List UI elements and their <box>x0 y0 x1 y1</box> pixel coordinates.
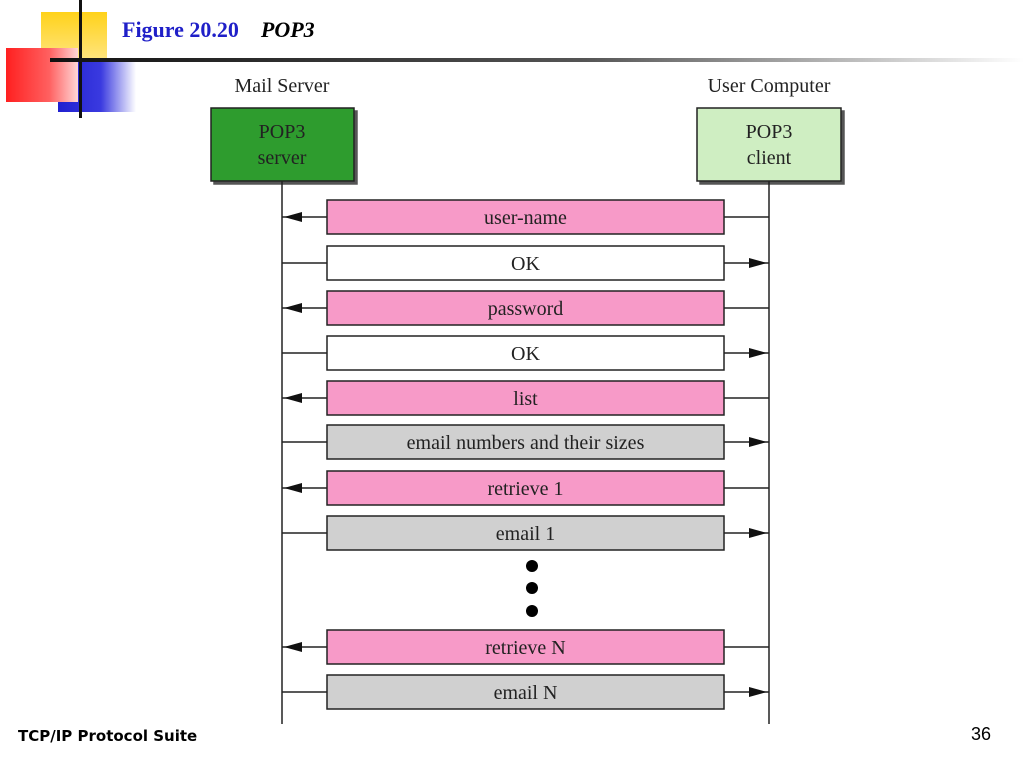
message-label: user-name <box>484 207 567 229</box>
continuation-dot <box>526 560 538 572</box>
message-label: email 1 <box>496 523 555 545</box>
message-10: email N <box>282 674 769 710</box>
message-box <box>326 335 725 371</box>
mail-server-heading: Mail Server <box>235 75 330 97</box>
message-box <box>326 380 725 416</box>
message-label: list <box>513 388 538 410</box>
message-label: OK <box>511 253 540 275</box>
title-underline <box>50 58 1024 62</box>
client-box-line1: POP3 <box>746 121 793 143</box>
message-label: retrieve N <box>485 637 566 659</box>
arrowhead-to-client <box>749 258 767 268</box>
page-number: 36 <box>970 724 991 744</box>
user-computer-heading: User Computer <box>708 75 831 97</box>
arrowhead-to-server <box>284 483 302 493</box>
server-box-line2: server <box>258 147 307 169</box>
message-label: OK <box>511 343 540 365</box>
message-box <box>326 629 725 665</box>
message-2: OK <box>282 245 769 281</box>
client-box-line2: client <box>747 147 792 169</box>
message-box <box>326 199 725 235</box>
red-square-decoration <box>6 48 78 102</box>
message-box <box>326 674 725 710</box>
message-8: email 1 <box>282 515 769 551</box>
figure-name: POP3 <box>260 17 315 42</box>
message-label: retrieve 1 <box>487 478 563 500</box>
arrowhead-to-server <box>284 642 302 652</box>
message-7: retrieve 1 <box>282 470 769 506</box>
message-box <box>326 470 725 506</box>
slide-title: Figure 20.20 POP3 <box>122 17 315 43</box>
message-3: password <box>282 290 769 326</box>
message-6: email numbers and their sizes <box>282 424 769 460</box>
message-4: OK <box>282 335 769 371</box>
arrowhead-to-client <box>749 528 767 538</box>
message-label: email numbers and their sizes <box>407 432 645 454</box>
server-box-line1: POP3 <box>259 121 306 143</box>
footer-text: TCP/IP Protocol Suite <box>18 727 198 745</box>
arrowhead-to-client <box>749 687 767 697</box>
continuation-dot <box>526 605 538 617</box>
pop3-server-box <box>210 107 355 182</box>
message-9: retrieve N <box>282 629 769 665</box>
message-label: email N <box>494 682 558 704</box>
arrowhead-to-server <box>284 303 302 313</box>
message-box <box>326 424 725 460</box>
message-box <box>326 245 725 281</box>
arrowhead-to-client <box>749 348 767 358</box>
arrowhead-to-client <box>749 437 767 447</box>
message-5: list <box>282 380 769 416</box>
message-label: password <box>488 298 564 320</box>
message-box <box>326 515 725 551</box>
arrowhead-to-server <box>284 212 302 222</box>
arrowhead-to-server <box>284 393 302 403</box>
pop3-client-box <box>696 107 842 182</box>
message-1: user-name <box>282 199 769 235</box>
continuation-dot <box>526 582 538 594</box>
message-box <box>326 290 725 326</box>
figure-number: Figure 20.20 <box>122 17 239 42</box>
